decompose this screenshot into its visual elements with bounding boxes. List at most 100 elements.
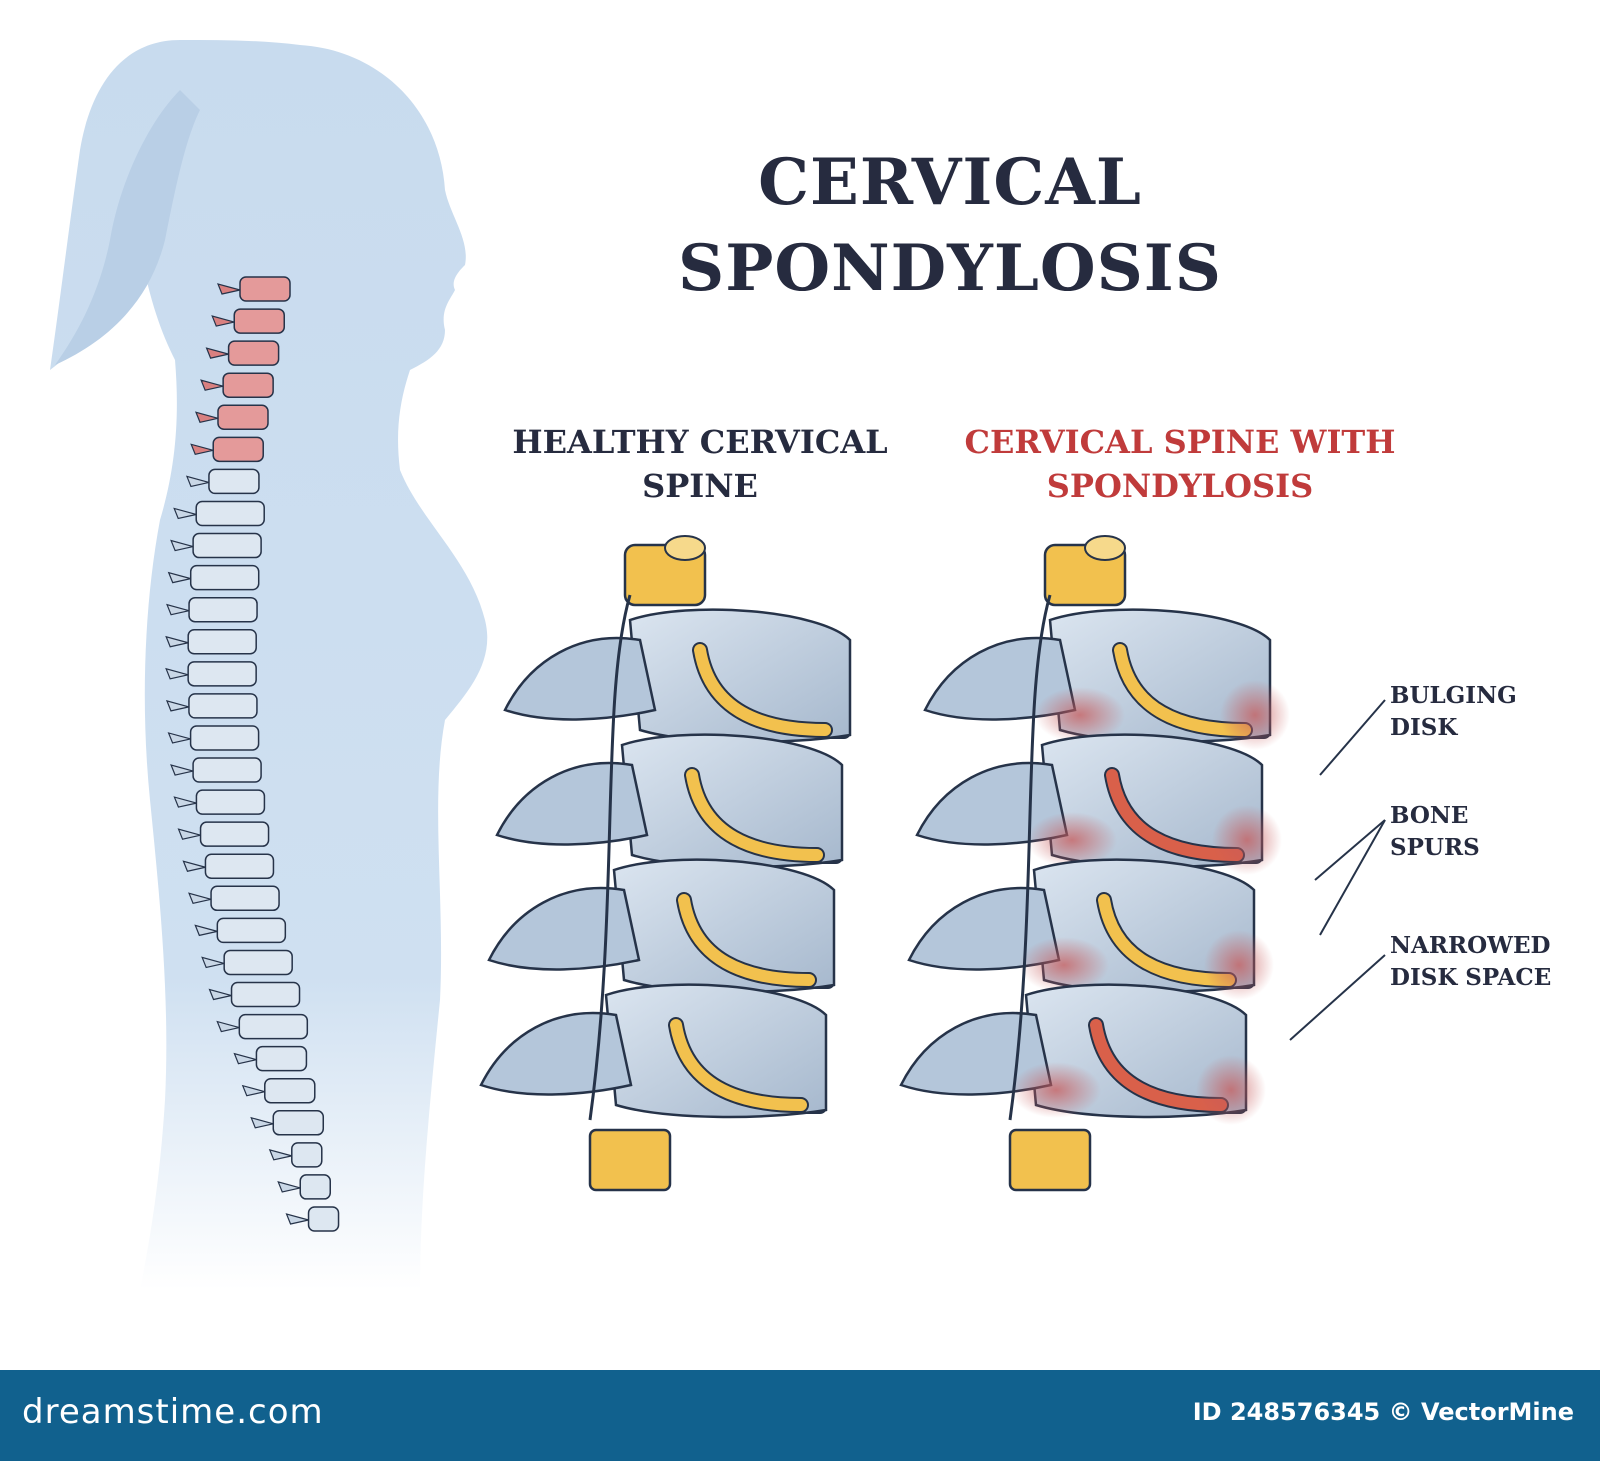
vertebra-process bbox=[200, 379, 224, 391]
bulging-disk-line-1: BULGING bbox=[1390, 682, 1517, 709]
nerve-root bbox=[1106, 769, 1243, 861]
nerve-root bbox=[1114, 644, 1251, 736]
transverse-process bbox=[487, 886, 641, 971]
transverse-process bbox=[495, 761, 649, 846]
vertebra bbox=[204, 853, 275, 879]
footer-bar: dreamstime.com ID 248576345 © VectorMine bbox=[0, 1370, 1600, 1461]
vertebra bbox=[264, 1077, 316, 1104]
vertebra-process bbox=[166, 603, 190, 616]
vertebra-process bbox=[205, 347, 229, 359]
vertebra-process bbox=[285, 1213, 309, 1225]
bone-spur bbox=[1196, 1055, 1266, 1125]
callout-line-bone-spurs-2 bbox=[1319, 819, 1386, 936]
bone-spur bbox=[1212, 805, 1282, 875]
vertebra bbox=[195, 789, 266, 815]
vertebra-process bbox=[233, 1052, 257, 1065]
spondylosis-cervical-spine bbox=[899, 535, 1290, 1192]
vertebra bbox=[272, 1110, 325, 1136]
vertebra-process bbox=[277, 1181, 301, 1193]
vertebra bbox=[238, 1013, 309, 1040]
healthy-heading-line-1: HEALTHY CERVICAL bbox=[512, 423, 888, 461]
vertebra-process bbox=[173, 796, 197, 808]
vertebra-process bbox=[182, 860, 206, 872]
healthy-cervical-spine bbox=[479, 535, 852, 1192]
callout-line-bulging-disk bbox=[1319, 699, 1386, 776]
inflamed-area bbox=[1019, 937, 1109, 993]
cervical-vertebra-highlight bbox=[212, 436, 264, 463]
spinal-cord-bottom bbox=[1008, 1128, 1092, 1192]
title-line-1: CERVICAL bbox=[758, 145, 1142, 220]
vertebra-process bbox=[241, 1084, 265, 1097]
bone-spurs-line-2: SPURS bbox=[1390, 834, 1480, 861]
inflamed-area bbox=[1011, 1062, 1101, 1118]
vertebra-process bbox=[170, 764, 194, 776]
vertebra bbox=[187, 661, 257, 687]
vertebra-process bbox=[250, 1116, 274, 1129]
healthy-spine-heading: HEALTHY CERVICAL SPINE bbox=[480, 420, 920, 508]
vertebra-process bbox=[170, 539, 194, 552]
cervical-vertebra-highlight bbox=[233, 308, 285, 334]
vertebra-process bbox=[167, 732, 191, 744]
full-spine bbox=[165, 276, 340, 1232]
nerve-root bbox=[694, 644, 831, 736]
healthy-heading-line-2: SPINE bbox=[642, 467, 758, 505]
vertebra-process bbox=[167, 571, 191, 584]
bulging-disk-line-2: DISK bbox=[1390, 714, 1458, 741]
transverse-process bbox=[479, 1011, 633, 1096]
callout-line-bone-spurs-1 bbox=[1314, 819, 1386, 881]
vertebra-process bbox=[208, 988, 232, 1001]
page-title: CERVICAL SPONDYLOSIS bbox=[640, 140, 1260, 312]
cervical-vertebra-highlight bbox=[227, 340, 280, 366]
vertebra-process bbox=[268, 1148, 292, 1161]
vertebra-process bbox=[211, 315, 235, 327]
vertebra bbox=[208, 468, 260, 495]
spinal-cord-end bbox=[664, 535, 706, 561]
vertebra bbox=[230, 981, 301, 1008]
vertebra bbox=[299, 1174, 331, 1200]
spinous-line bbox=[588, 594, 632, 1121]
inflamed-area bbox=[1027, 812, 1117, 868]
cervical-vertebra-highlight bbox=[239, 276, 291, 302]
spondylosis-heading: CERVICAL SPINE WITH SPONDYLOSIS bbox=[930, 420, 1430, 508]
vertebra bbox=[192, 532, 262, 559]
vertebra bbox=[210, 885, 280, 912]
vertebra bbox=[255, 1045, 308, 1072]
illustration bbox=[50, 40, 1386, 1290]
callout-lines bbox=[1289, 699, 1386, 1041]
bone-spur bbox=[1204, 930, 1274, 1000]
vertebra-process bbox=[216, 283, 241, 295]
vertebral-body bbox=[604, 983, 828, 1119]
bone-spurs-line-1: BONE bbox=[1390, 802, 1469, 829]
spondylosis-heading-line-1: CERVICAL SPINE WITH bbox=[964, 423, 1396, 461]
nerve-root bbox=[686, 769, 823, 861]
vertebra-process bbox=[165, 635, 189, 648]
nerve-root bbox=[1098, 894, 1235, 986]
vertebra bbox=[189, 725, 260, 751]
vertebra-process bbox=[165, 667, 189, 680]
label-bulging-disk: BULGING DISK bbox=[1390, 680, 1517, 744]
label-bone-spurs: BONE SPURS bbox=[1390, 800, 1480, 864]
vertebra-process bbox=[165, 700, 190, 712]
nerve-root bbox=[678, 894, 815, 986]
nerve-root bbox=[1090, 1019, 1227, 1111]
cervical-vertebra-highlight bbox=[217, 404, 269, 431]
bone-spur bbox=[1220, 680, 1290, 750]
callout-line-narrowed-disk bbox=[1289, 954, 1386, 1041]
vertebra bbox=[187, 629, 257, 655]
narrowed-disk-line-2: DISK SPACE bbox=[1390, 964, 1552, 991]
spinal-cord-bottom bbox=[588, 1128, 672, 1192]
spondylosis-heading-line-2: SPONDYLOSIS bbox=[1046, 467, 1314, 505]
vertebra bbox=[189, 564, 260, 591]
vertebra bbox=[188, 693, 258, 719]
vertebra bbox=[216, 917, 287, 944]
vertebra bbox=[188, 596, 258, 623]
nerve-root bbox=[670, 1019, 807, 1111]
vertebra-process bbox=[216, 1020, 240, 1033]
vertebra-process bbox=[173, 507, 197, 520]
image-credit: ID 248576345 © VectorMine bbox=[1192, 1398, 1574, 1426]
narrowed-disk-line-1: NARROWED bbox=[1390, 932, 1551, 959]
vertebra-process bbox=[194, 924, 218, 937]
vertebra bbox=[192, 757, 262, 783]
site-logo[interactable]: dreamstime.com bbox=[22, 1392, 324, 1432]
inflamed-area bbox=[1035, 687, 1125, 743]
